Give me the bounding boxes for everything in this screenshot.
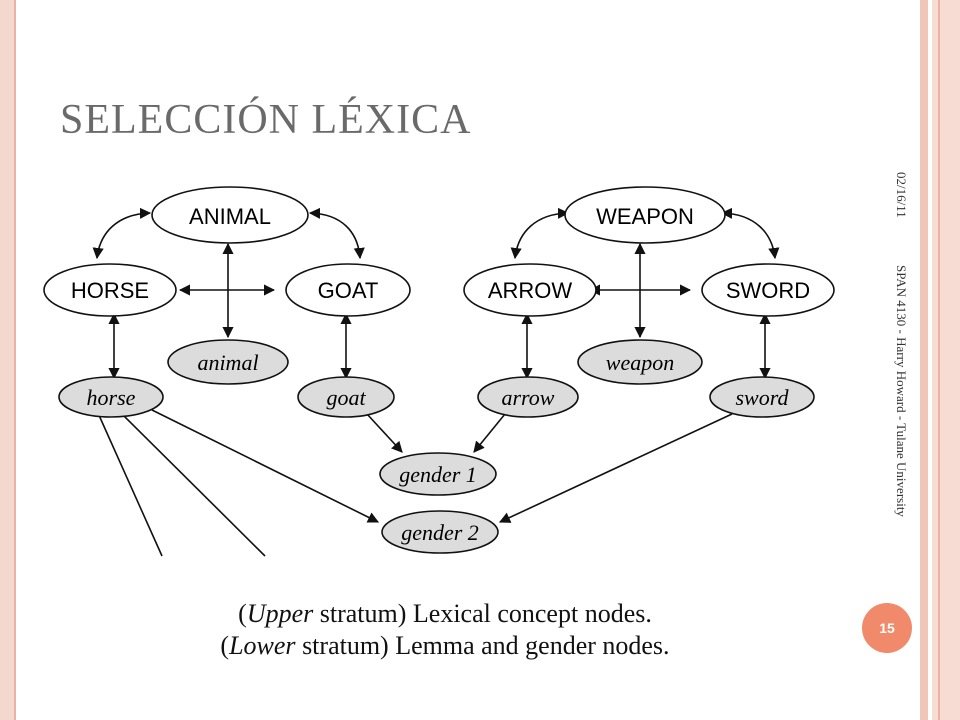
slide-title: SELECCIÓN LÉXICA	[60, 97, 472, 143]
right-band-decoration	[920, 0, 928, 720]
page-number: 15	[879, 620, 895, 636]
svg-text:horse: horse	[87, 385, 136, 410]
left-border-decoration	[0, 0, 16, 720]
node-arrow-concept: ARROW	[463, 263, 597, 317]
svg-text:GOAT: GOAT	[318, 278, 379, 303]
node-arrow-lemma: arrow	[477, 376, 579, 418]
svg-text:animal: animal	[197, 350, 258, 375]
node-sword-concept: SWORD	[701, 263, 835, 317]
svg-text:ARROW: ARROW	[488, 278, 573, 303]
svg-text:arrow: arrow	[502, 385, 555, 410]
node-animal-lemma: animal	[167, 339, 289, 385]
caption-line-2: (Lower stratum) Lemma and gender nodes.	[220, 631, 670, 660]
node-animal-concept: ANIMAL	[151, 186, 309, 244]
caption-lower-em: Lower	[229, 631, 296, 660]
right-band-wide-decoration	[932, 0, 960, 720]
slide-date: 02/16/11	[894, 172, 909, 218]
node-goat-concept: GOAT	[285, 263, 411, 317]
svg-text:sword: sword	[736, 385, 790, 410]
node-gender1: gender 1	[379, 452, 497, 496]
svg-text:gender 2: gender 2	[401, 520, 479, 545]
svg-text:SWORD: SWORD	[726, 278, 810, 303]
diagram-connectors	[92, 207, 780, 557]
node-horse-lemma: horse	[58, 376, 164, 418]
svg-text:goat: goat	[326, 385, 366, 410]
node-weapon-concept: WEAPON	[564, 186, 726, 244]
caption-upper-em: Upper	[246, 599, 314, 628]
node-weapon-lemma: weapon	[577, 339, 703, 385]
course-info: SPAN 4130 - Harry Howard - Tulane Univer…	[894, 265, 909, 517]
diagram-caption: (Upper stratum) Lexical concept nodes. (…	[150, 598, 740, 662]
node-horse-concept: HORSE	[43, 263, 177, 317]
svg-text:ANIMAL: ANIMAL	[189, 204, 271, 229]
svg-text:HORSE: HORSE	[71, 278, 149, 303]
svg-text:gender 1: gender 1	[399, 462, 477, 487]
concept-nodes: ANIMAL HORSE GOAT WEAPON ARROW SWORD	[43, 186, 835, 317]
svg-text:WEAPON: WEAPON	[596, 204, 694, 229]
svg-text:weapon: weapon	[606, 350, 674, 375]
node-sword-lemma: sword	[709, 376, 815, 418]
node-gender2: gender 2	[381, 510, 499, 554]
vertical-footer-text: 02/16/11 SPAN 4130 - Harry Howard - Tula…	[893, 172, 909, 517]
lemma-nodes: animal horse goat weapon arrow sword	[58, 339, 815, 554]
caption-line-1: (Upper stratum) Lexical concept nodes.	[238, 599, 652, 628]
page-number-badge: 15	[862, 603, 912, 653]
node-goat-lemma: goat	[297, 376, 395, 418]
